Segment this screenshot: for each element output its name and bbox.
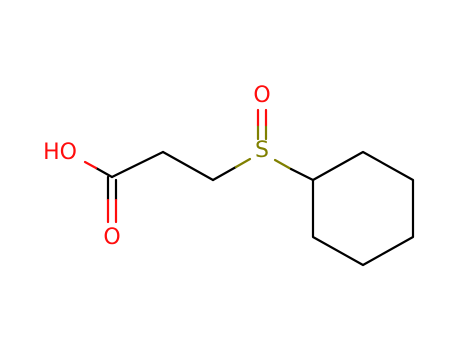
bond-c1-oh-carbon-half [94,166,114,179]
bond-c3-s-sulfur-half [234,157,252,169]
bond-c1-c2 [110,150,165,179]
carbonyl-oxygen-label: O [103,225,120,250]
bond-s-ring-sulfur-half [273,158,293,171]
cyclohexane-ring [311,150,415,267]
hydroxyl-label: HO [43,140,77,165]
sulfoxide-oxygen-label: O [253,83,270,108]
bond-c3-s-carbon-half [211,165,238,182]
bond-c2-c3 [161,150,215,182]
bond-c1-oh-oxygen-half [83,160,98,170]
sulfur-label: S [255,138,269,163]
bond-s-ring-carbon-half [289,167,315,182]
